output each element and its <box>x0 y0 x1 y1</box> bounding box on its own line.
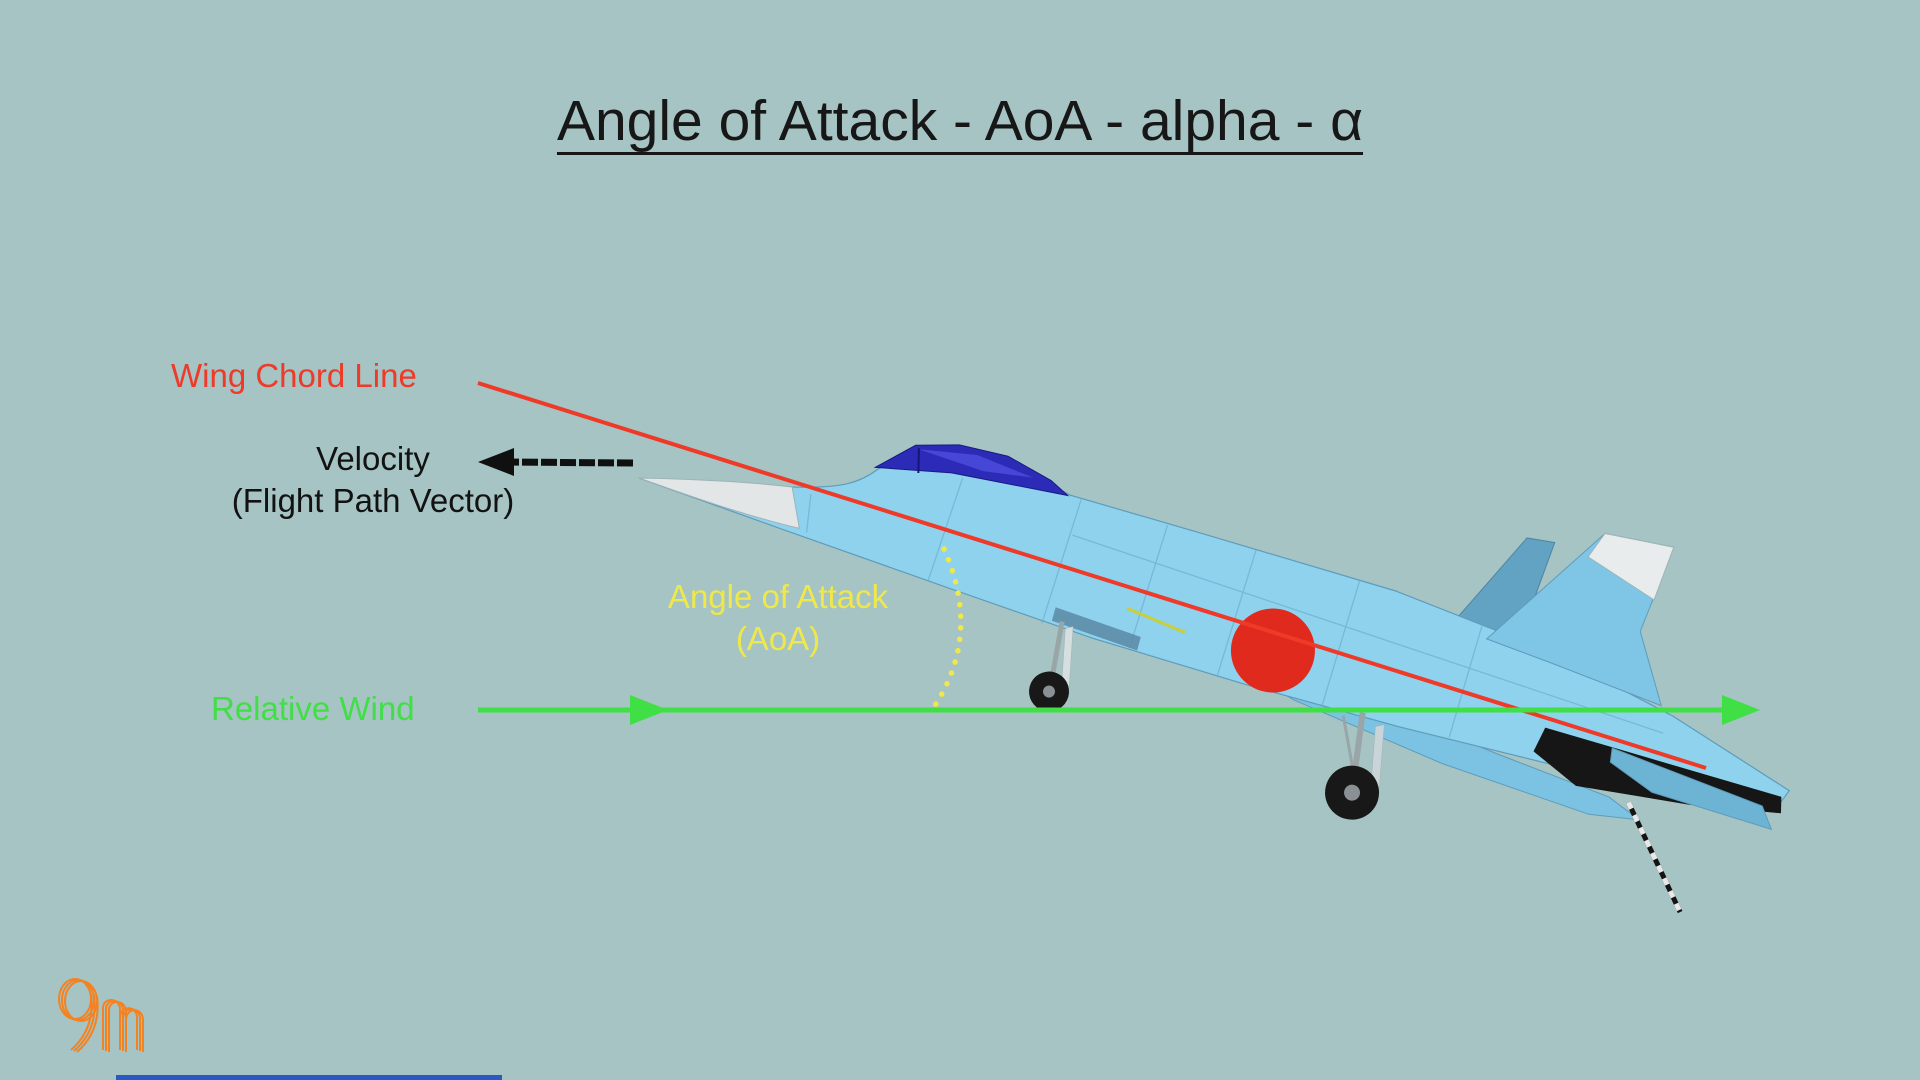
tail-probe <box>1626 801 1683 914</box>
label-relative-wind: Relative Wind <box>211 690 415 727</box>
wing-chord-line <box>477 381 1707 770</box>
label-aoa-line1: Angle of Attack <box>667 578 889 615</box>
nose-cone <box>638 477 800 530</box>
front-wheel-hub <box>1043 685 1056 698</box>
canopy-frame <box>917 448 920 474</box>
9m-monogram-icon <box>58 978 144 1053</box>
engine-intake <box>1051 607 1141 651</box>
page-title: Angle of Attack - AoA - alpha - α <box>556 89 1364 153</box>
panel-lines <box>805 477 1664 738</box>
bottom-blue-line <box>116 1075 502 1080</box>
label-angle-of-attack: Angle of Attack (AoA) <box>668 576 888 659</box>
wing-root-detail <box>1126 606 1187 635</box>
landing-gear <box>1029 621 1385 820</box>
aircraft <box>638 444 1791 914</box>
label-aoa-line2: (AoA) <box>735 619 821 657</box>
velocity-arrowhead <box>478 448 514 476</box>
brand-logo <box>58 978 144 1053</box>
roundel <box>1230 608 1315 693</box>
canopy-highlight <box>918 449 1034 478</box>
main-gear-brace <box>1341 715 1355 771</box>
relative-wind-arrowhead-end <box>1722 695 1760 725</box>
aoa-arc <box>931 546 964 710</box>
label-velocity-line1: Velocity <box>316 440 430 477</box>
main-wheel-hub <box>1344 784 1361 801</box>
velocity-arrow-shaft <box>501 458 634 467</box>
canopy <box>873 444 1070 497</box>
label-wing-chord-line: Wing Chord Line <box>171 357 417 394</box>
tail-fin-tip <box>1587 532 1675 601</box>
label-velocity-line2: (Flight Path Vector) <box>231 481 515 519</box>
stabilator <box>1609 747 1773 831</box>
label-velocity: Velocity (Flight Path Vector) <box>232 438 514 521</box>
relative-wind-arrowhead-mid <box>630 695 668 725</box>
